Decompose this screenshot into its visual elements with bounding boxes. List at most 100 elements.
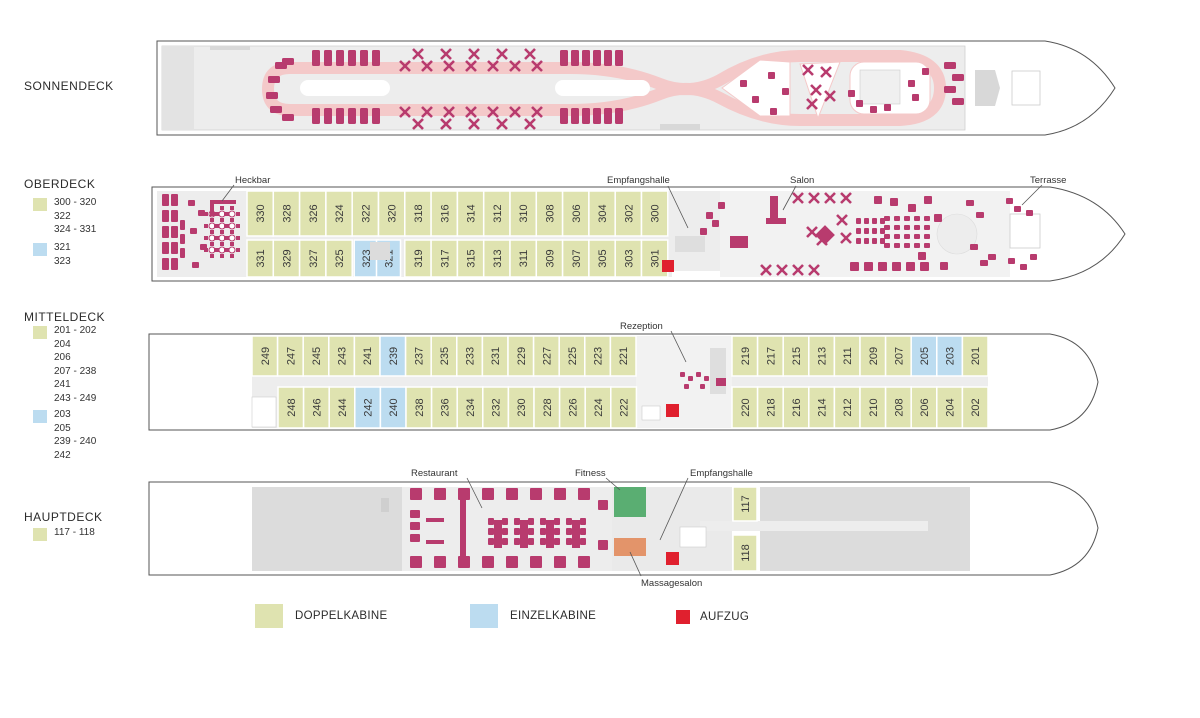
chair-icon [704,376,709,381]
sundeck-furniture [266,48,964,130]
cabin-number: 218 [765,398,777,416]
cabin-217: 217 [756,335,784,377]
cabin-322: 322 [351,190,380,237]
cabin-215: 215 [782,335,810,377]
chair-icon [578,556,590,568]
label-salon: Salon [790,175,814,186]
table-with-chairs-icon [468,118,480,130]
table-with-chairs-icon [824,90,836,102]
cabin-242: 242 [354,386,382,429]
sunlounger-icon [360,108,368,124]
cabin-226: 226 [558,386,586,429]
chair-icon [706,212,713,219]
chair-icon [580,518,586,525]
sunlounger-icon [604,108,612,124]
label-terrasse: Terrasse [1030,175,1066,186]
cabin-223: 223 [584,335,612,377]
chair-icon [680,372,685,377]
table-with-chairs-icon [465,60,477,72]
chair-icon [880,238,885,244]
chair-icon [530,556,542,568]
double-cabin-swatch [255,604,283,628]
legend-range: 323 [54,255,71,267]
table-with-chairs-icon [440,118,452,130]
chair-icon [162,258,169,270]
chair-icon [782,88,789,95]
chair-icon [768,72,775,79]
cabin-325: 325 [325,239,353,278]
cabin-247: 247 [276,335,304,377]
cabin-212: 212 [833,386,861,429]
table-with-chairs-icon [443,60,455,72]
sunlounger-icon [615,50,623,66]
sunlounger-icon [266,92,278,99]
cabin-number: 210 [868,398,880,416]
cabin-320: 320 [377,190,406,237]
chair-icon [988,254,996,260]
cabin-number: 248 [286,398,298,416]
table-with-chairs-icon [802,64,814,76]
chair-icon [162,242,169,254]
table-with-chairs-icon [808,192,820,204]
sunlounger-icon [268,76,280,83]
chair-icon [966,200,974,206]
deck-name-hauptdeck: HAUPTDECK [24,510,103,524]
cabin-number: 330 [255,204,267,222]
legend-range: 241 [54,379,71,390]
cabin-207: 207 [884,335,912,377]
chair-icon [688,376,693,381]
chair-icon [864,238,869,244]
chair-icon [700,228,707,235]
double-cabin-swatch [33,528,47,541]
chair-icon [434,556,446,568]
hauptdeck-hull [148,481,1099,576]
chair-icon [488,538,494,545]
cabin-number: 201 [970,347,982,365]
cabin-number: 233 [465,347,477,365]
cabin-number: 212 [842,398,854,416]
cabin-number: 301 [650,249,662,267]
cabin-309: 309 [535,239,564,278]
cabin-201: 201 [961,335,989,377]
cabin-number: 117 [740,495,752,513]
cabin-number: 234 [465,398,477,416]
legend-hauptdeck-double: 117 - 118 [33,526,95,541]
cabin-number: 224 [593,398,605,416]
cabin-number: 313 [492,249,504,267]
cabin-number: 240 [388,398,400,416]
cabin-315: 315 [456,239,485,278]
chair-icon [914,216,920,221]
cabin-331: 331 [246,239,275,278]
chair-icon [180,234,185,244]
cabin-number: 232 [491,398,503,416]
legend-range: 204 [54,338,71,350]
chair-icon [566,518,572,525]
chair-icon [890,198,898,206]
legend-range: 243 - 249 [54,392,97,404]
table-with-chairs-icon [487,106,499,118]
chair-icon [162,226,169,238]
table-with-chairs-icon [806,226,818,238]
sunlounger-icon [593,50,601,66]
sunlounger-icon [944,86,956,93]
legend-oberdeck-double: 300 - 320 322 324 - 331 [33,196,96,237]
cabin-number: 205 [919,347,931,365]
cabin-234: 234 [456,386,484,429]
cabin-230: 230 [507,386,535,429]
chair-icon [171,242,178,254]
cabin-number: 202 [970,398,982,416]
cabin-236: 236 [430,386,458,429]
table-with-chairs-icon [465,106,477,118]
sunlounger-icon [571,108,579,124]
sunlounger-icon [348,108,356,124]
table-with-chairs-icon [808,264,820,276]
cabin-number: 239 [388,347,400,365]
cabin-302: 302 [614,190,643,237]
chair-icon [980,260,988,266]
sunlounger-icon [282,114,294,121]
cabin-118: 118 [732,534,758,572]
label-empfangshalle-oberdeck: Empfangshalle [607,175,670,186]
cabin-number: 204 [945,398,957,416]
sunlounger-icon [582,108,590,124]
